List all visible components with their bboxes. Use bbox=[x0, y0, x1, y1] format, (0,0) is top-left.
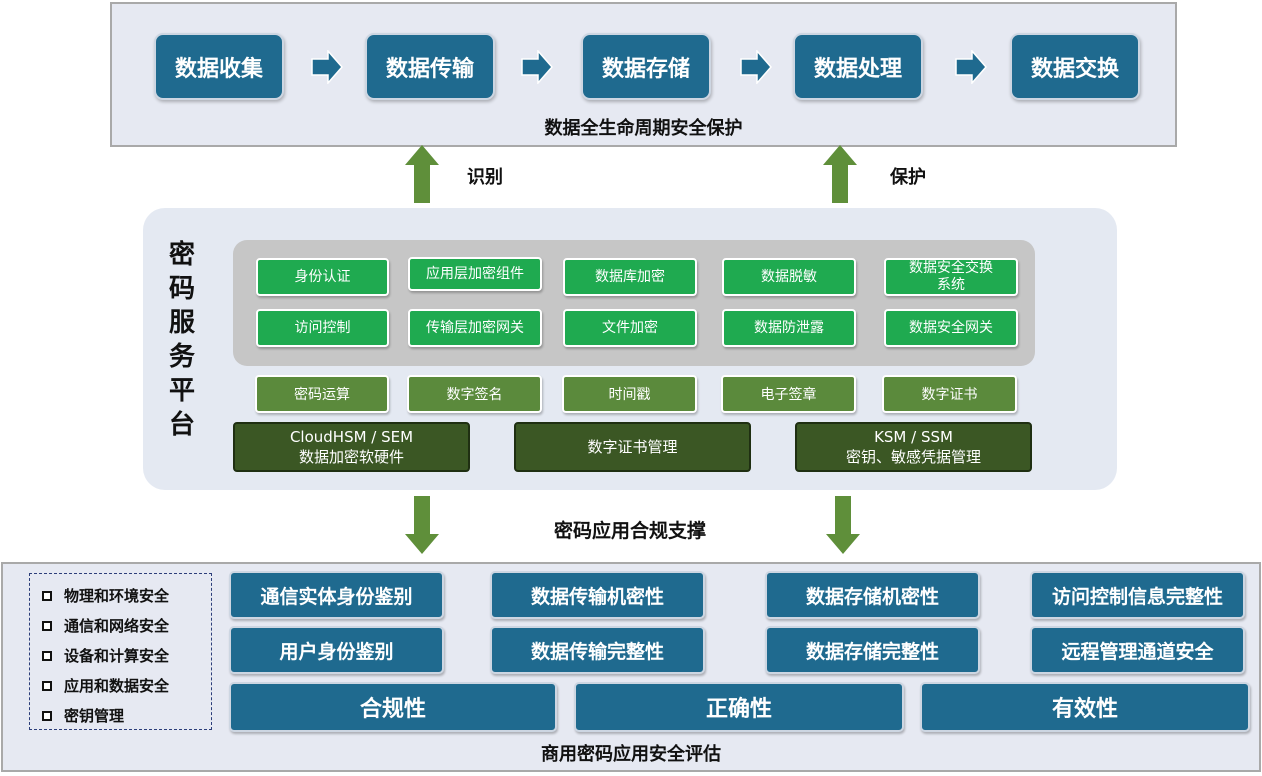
service-crypto-operation: 密码运算 bbox=[255, 375, 389, 413]
infra-line: 数字证书管理 bbox=[587, 438, 678, 456]
component-database-encryption: 数据库加密 bbox=[563, 258, 697, 296]
service-timestamp: 时间戳 bbox=[562, 375, 697, 413]
infra-ksm-ssm: KSM / SSM 密钥、敏感凭据管理 bbox=[795, 422, 1032, 472]
assess-storage-confidentiality: 数据存储机密性 bbox=[765, 571, 980, 619]
component-app-layer-encryption: 应用层加密组件 bbox=[408, 257, 542, 291]
platform-title-char: 务 bbox=[168, 342, 195, 372]
checkbox-icon bbox=[42, 710, 52, 721]
assess-storage-integrity: 数据存储完整性 bbox=[765, 626, 980, 674]
arrow-right-icon bbox=[955, 50, 987, 84]
platform-title-char: 密 bbox=[168, 240, 195, 270]
assess-access-control-integrity: 访问控制信息完整性 bbox=[1030, 571, 1245, 619]
checkbox-icon bbox=[42, 590, 52, 601]
checkbox-icon bbox=[42, 650, 52, 661]
infra-line: CloudHSM / SEM bbox=[289, 428, 414, 446]
component-identity-auth: 身份认证 bbox=[256, 258, 389, 296]
step-data-processing: 数据处理 bbox=[793, 33, 923, 100]
service-digital-signature: 数字签名 bbox=[407, 375, 542, 413]
assess-compliance: 合规性 bbox=[229, 682, 557, 732]
step-data-exchange: 数据交换 bbox=[1010, 33, 1140, 100]
infra-line: 数据加密软硬件 bbox=[298, 448, 404, 466]
infra-line: 密钥、敏感凭据管理 bbox=[845, 448, 981, 466]
service-electronic-seal: 电子签章 bbox=[721, 375, 856, 413]
service-digital-certificate: 数字证书 bbox=[882, 375, 1017, 413]
arrow-right-icon bbox=[311, 50, 343, 84]
checkbox-icon bbox=[42, 620, 52, 631]
component-secure-exchange-system: 数据安全交换系统 bbox=[884, 258, 1018, 296]
assess-transfer-integrity: 数据传输完整性 bbox=[490, 626, 705, 674]
component-file-encryption: 文件加密 bbox=[563, 309, 697, 347]
step-data-transfer: 数据传输 bbox=[365, 33, 495, 100]
infra-line: KSM / SSM bbox=[874, 428, 953, 446]
platform-title-char: 台 bbox=[168, 410, 195, 440]
checklist-item: 通信和网络安全 bbox=[42, 615, 169, 636]
support-caption: 密码应用合规支撑 bbox=[553, 520, 706, 542]
assessment-checklist bbox=[29, 573, 212, 730]
checklist-label: 密钥管理 bbox=[64, 707, 125, 725]
checklist-item: 密钥管理 bbox=[42, 705, 124, 726]
arrow-right-icon bbox=[740, 50, 772, 84]
infra-cloudhsm-sem: CloudHSM / SEM 数据加密软硬件 bbox=[233, 422, 470, 472]
arrow-up-icon bbox=[823, 145, 857, 203]
platform-title-char: 服 bbox=[168, 308, 195, 338]
assessment-caption: 商用密码应用安全评估 bbox=[541, 744, 721, 765]
component-data-security-gateway: 数据安全网关 bbox=[884, 309, 1018, 347]
checklist-label: 设备和计算安全 bbox=[64, 647, 170, 665]
component-data-masking: 数据脱敏 bbox=[722, 258, 856, 296]
assess-remote-channel: 远程管理通道安全 bbox=[1030, 626, 1245, 674]
checklist-label: 应用和数据安全 bbox=[64, 677, 170, 695]
component-access-control: 访问控制 bbox=[256, 309, 389, 347]
component-transport-encryption-gateway: 传输层加密网关 bbox=[408, 309, 542, 347]
checkbox-icon bbox=[42, 680, 52, 691]
checklist-label: 通信和网络安全 bbox=[64, 617, 170, 635]
assess-transfer-confidentiality: 数据传输机密性 bbox=[490, 571, 705, 619]
checklist-item: 物理和环境安全 bbox=[42, 585, 169, 606]
step-data-storage: 数据存储 bbox=[581, 33, 711, 100]
assess-entity-identity: 通信实体身份鉴别 bbox=[229, 571, 444, 619]
checklist-item: 应用和数据安全 bbox=[42, 675, 169, 696]
arrow-up-icon bbox=[405, 145, 439, 203]
label-protect: 保护 bbox=[890, 167, 926, 188]
platform-title-char: 码 bbox=[168, 274, 195, 304]
assess-user-identity: 用户身份鉴别 bbox=[229, 626, 444, 674]
lifecycle-caption: 数据全生命周期安全保护 bbox=[544, 118, 743, 139]
component-data-leak-prevention: 数据防泄露 bbox=[722, 309, 856, 347]
step-data-collection: 数据收集 bbox=[154, 33, 284, 100]
infra-certificate-management: 数字证书管理 bbox=[514, 422, 751, 472]
platform-title: 密 码 服 务 平 台 bbox=[164, 238, 200, 442]
checklist-label: 物理和环境安全 bbox=[64, 587, 170, 605]
platform-title-char: 平 bbox=[168, 376, 195, 406]
checklist-item: 设备和计算安全 bbox=[42, 645, 169, 666]
arrow-down-icon bbox=[826, 496, 860, 554]
arrow-right-icon bbox=[521, 50, 553, 84]
arrow-down-icon bbox=[405, 496, 439, 554]
assess-effectiveness: 有效性 bbox=[920, 682, 1250, 732]
assess-correctness: 正确性 bbox=[574, 682, 904, 732]
label-identify: 识别 bbox=[467, 167, 503, 188]
